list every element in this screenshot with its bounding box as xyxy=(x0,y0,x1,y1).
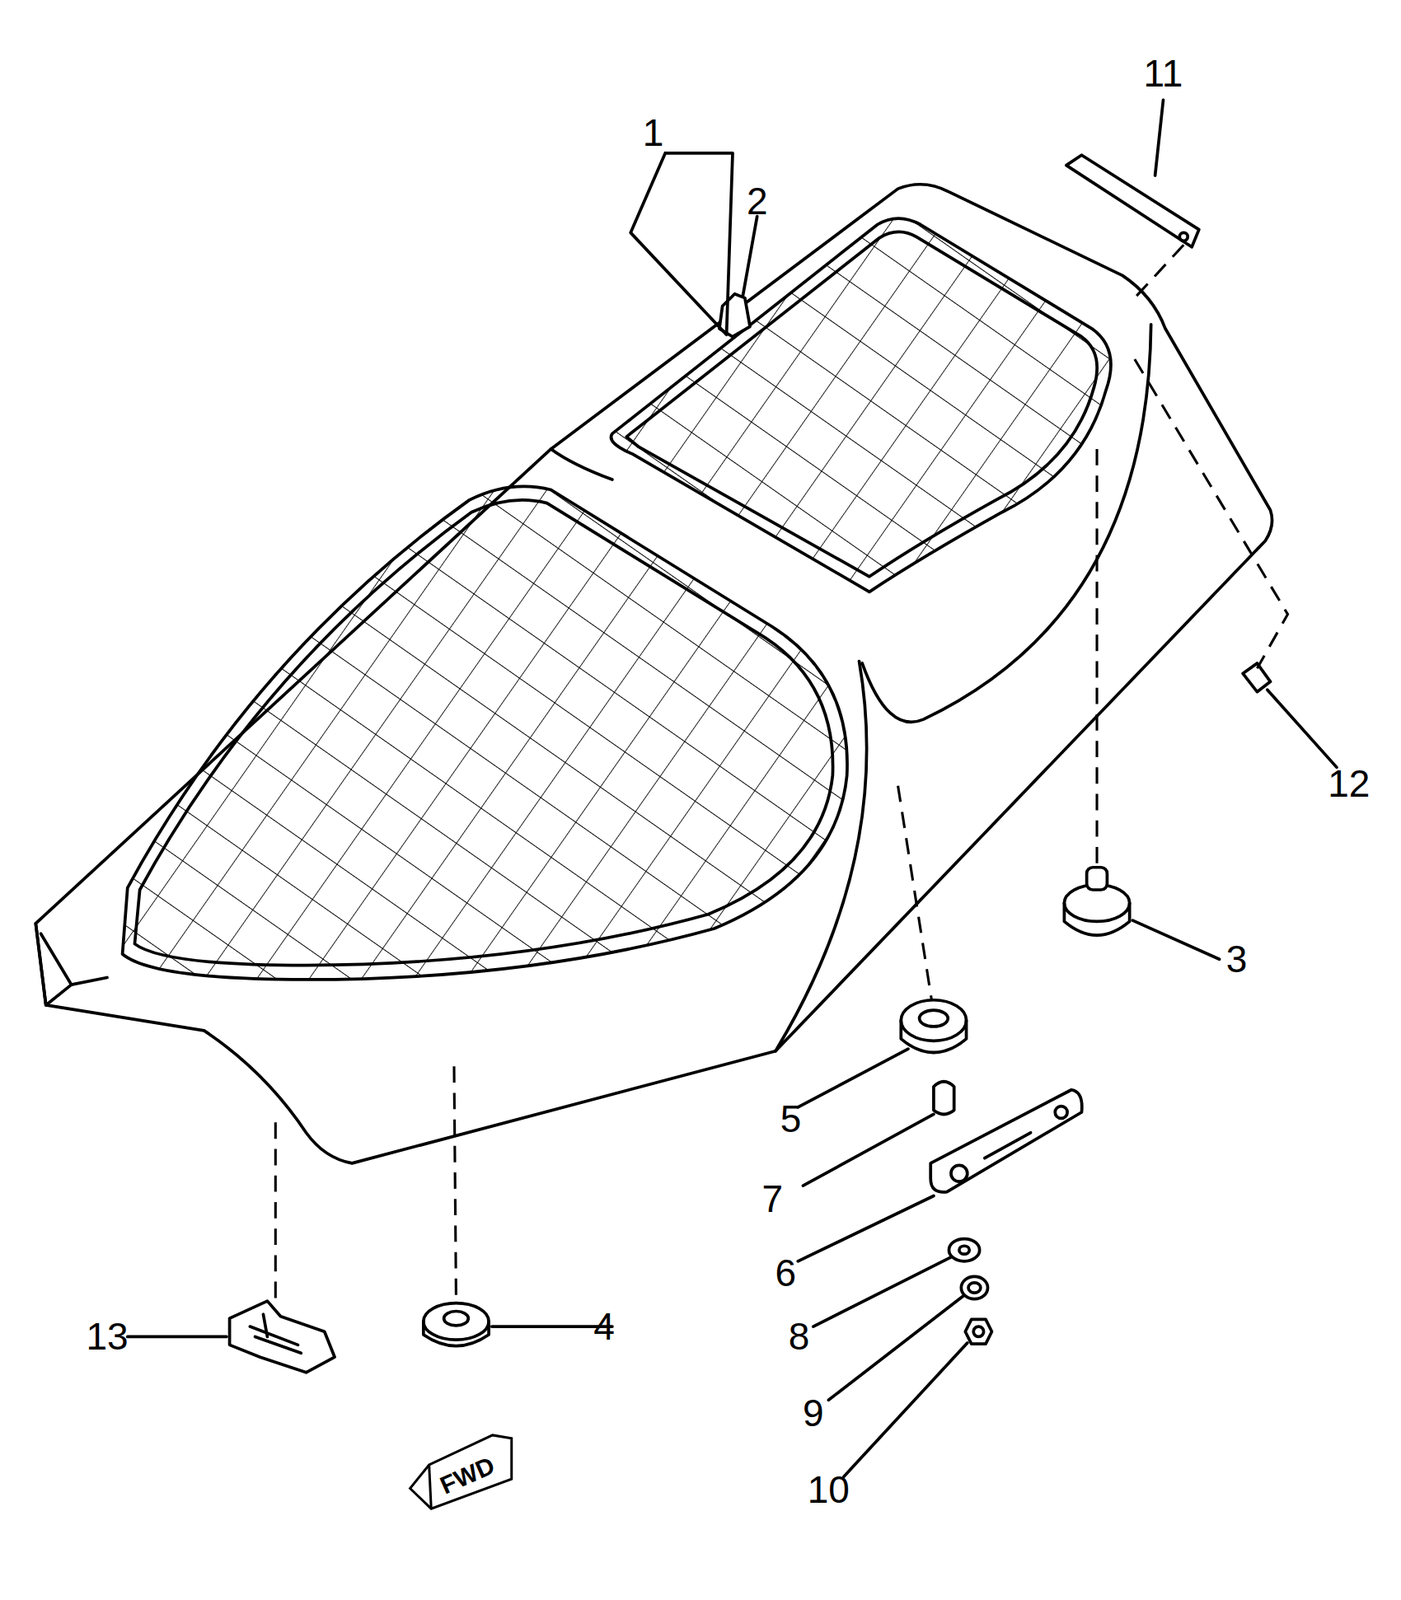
callout-number: 11 xyxy=(1143,54,1184,93)
callout-number: 4 xyxy=(593,1307,615,1346)
callout-number: 3 xyxy=(1226,940,1248,979)
callout-number: 12 xyxy=(1327,764,1370,803)
callout-number: 2 xyxy=(746,182,769,221)
callout-number: 8 xyxy=(788,1317,811,1356)
callout-number: 7 xyxy=(761,1180,783,1219)
callout-number: 6 xyxy=(775,1254,797,1293)
direction-arrow: FWD xyxy=(407,1433,514,1513)
callout-number: 10 xyxy=(807,1471,850,1509)
callout-number: 9 xyxy=(802,1394,825,1433)
callout-number: 13 xyxy=(85,1317,128,1356)
callout-number: 1 xyxy=(642,113,665,152)
callout-number: 5 xyxy=(780,1100,802,1139)
